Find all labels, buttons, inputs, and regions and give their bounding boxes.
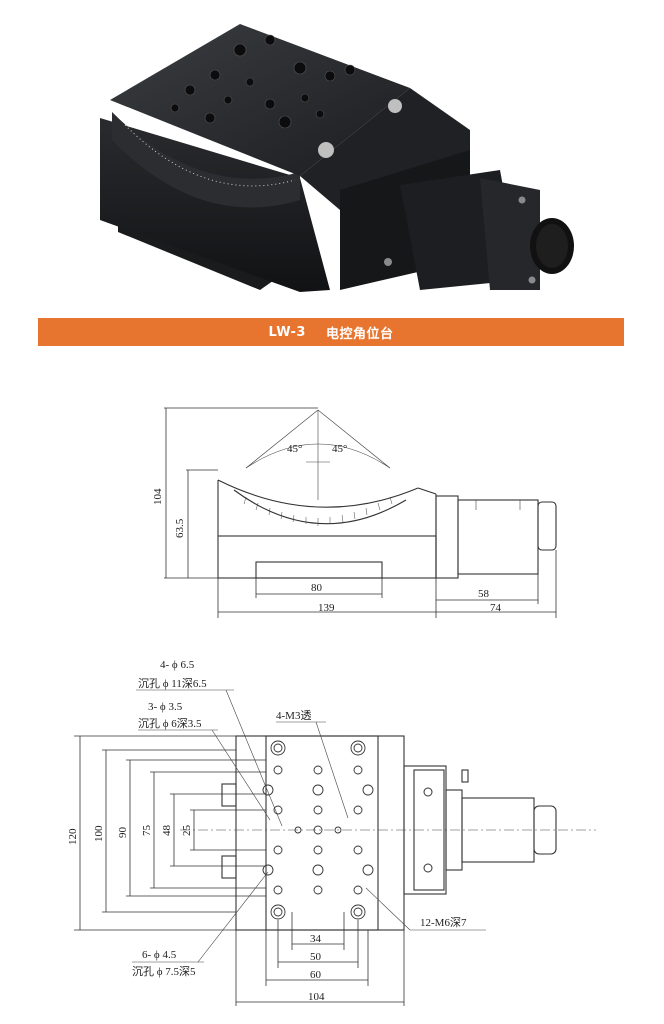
top-view: 120 100 90 75 48 25 34 50 60 104 [67, 659, 596, 1006]
dim-63-5: 63.5 [174, 518, 186, 538]
dim-80: 80 [311, 582, 323, 594]
dim-104-width: 104 [308, 991, 325, 1003]
angle-left-label: 45° [287, 443, 302, 455]
dim-25: 25 [181, 825, 193, 837]
dim-48: 48 [161, 825, 173, 837]
dim-100: 100 [93, 825, 105, 842]
callout-holes-3-5-cbore: 沉孔 ϕ 6深3.5 [138, 717, 202, 730]
dim-58: 58 [478, 588, 490, 600]
product-photo [100, 24, 574, 292]
dim-139: 139 [318, 602, 335, 614]
dim-104-height: 104 [152, 488, 164, 505]
callout-m3: 4-M3透 [276, 709, 311, 722]
dim-90: 90 [117, 827, 129, 839]
callout-holes-6-5-cbore: 沉孔 ϕ 11深6.5 [138, 677, 207, 690]
dim-50: 50 [310, 951, 322, 963]
callout-holes-3-5: 3- ϕ 3.5 [148, 701, 183, 713]
callout-holes-4-5-cbore: 沉孔 ϕ 7.5深5 [132, 965, 196, 978]
dim-60: 60 [310, 969, 322, 981]
model-code: LW-3 [268, 324, 306, 340]
dim-74: 74 [490, 602, 502, 614]
front-view: 45° 45° 104 63.5 80 139 58 74 [152, 407, 557, 618]
callout-holes-4-5: 6- ϕ 4.5 [142, 949, 177, 961]
dim-75: 75 [141, 825, 153, 837]
dim-120: 120 [67, 828, 79, 845]
dim-34: 34 [310, 933, 322, 945]
model-name: 电控角位台 [325, 326, 394, 342]
technical-drawing: 45° 45° 104 63.5 80 139 58 74 [67, 407, 596, 1006]
angle-right-label: 45° [332, 443, 347, 455]
model-banner: LW-3 电控角位台 [38, 318, 624, 346]
callout-m6: 12-M6深7 [420, 916, 467, 929]
callout-holes-6-5: 4- ϕ 6.5 [160, 659, 195, 671]
